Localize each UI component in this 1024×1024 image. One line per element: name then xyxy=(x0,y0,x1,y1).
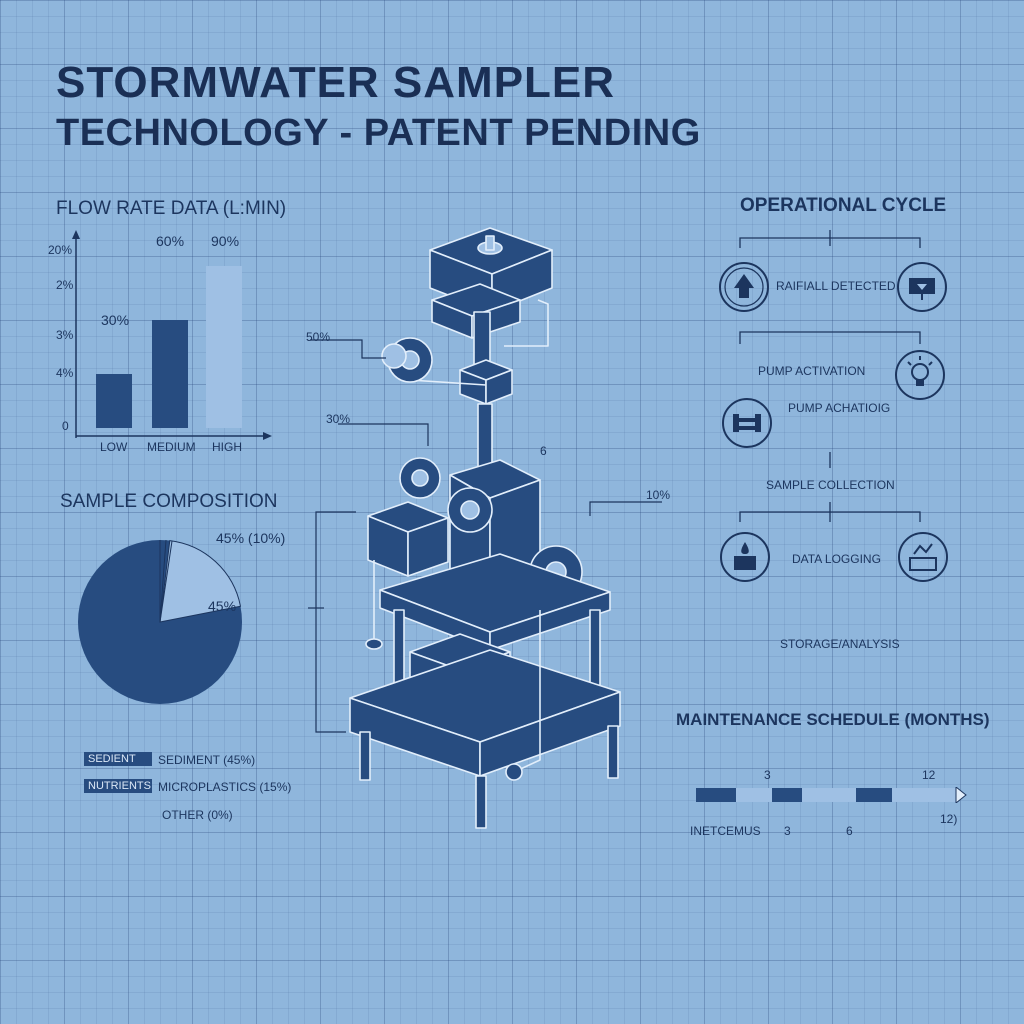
callout-label: 6 xyxy=(540,444,547,458)
upper-small-gear xyxy=(381,343,407,369)
cycle-step-label: DATA LOGGING xyxy=(792,552,881,566)
maintenance-top-label: 12 xyxy=(922,768,936,782)
y-tick-label: 4% xyxy=(56,366,74,380)
foot xyxy=(607,725,619,779)
callout-line xyxy=(310,339,386,359)
legend-text-sediment: SEDIMENT (45%) xyxy=(158,753,256,767)
cycle-step-label: RAIFIALL DETECTED xyxy=(776,279,896,293)
side-pipe xyxy=(504,299,549,347)
legend-swatch-microplastics: NUTRIENTS xyxy=(84,779,152,793)
cycle-step-label: PUMP ACTIVATION xyxy=(758,364,866,378)
foot xyxy=(475,775,487,829)
maintenance-top-label: 3 xyxy=(764,768,771,782)
foot xyxy=(359,731,371,781)
pump-pipe-icon xyxy=(722,398,772,448)
monitor-display-icon xyxy=(897,262,947,312)
flow-rate-heading: FLOW RATE DATA (L:MIN) xyxy=(56,198,287,219)
bar-data-label: 60% xyxy=(156,233,185,249)
maintenance-segment xyxy=(696,788,736,802)
callout-label: 30% xyxy=(326,412,351,426)
y-axis-arrow-icon xyxy=(72,230,80,239)
data-logger-icon xyxy=(898,532,948,582)
page-subtitle: TECHNOLOGY - PATENT PENDING xyxy=(56,112,701,154)
flow-bar-low xyxy=(96,374,132,428)
cycle-step-label: STORAGE/ANALYSIS xyxy=(780,637,900,651)
drain-pipe xyxy=(513,610,541,773)
bar-data-label: 90% xyxy=(211,233,240,249)
motor-box-side xyxy=(407,517,449,577)
center-gear-hub xyxy=(460,500,480,520)
rainfall-sensor-icon xyxy=(719,262,769,312)
cycle-heading: OPERATIONAL CYCLE xyxy=(740,195,947,216)
page-title: STORMWATER SAMPLER xyxy=(56,58,616,107)
maintenance-bottom-label: INETCEMUS xyxy=(690,824,761,838)
callout-line xyxy=(315,511,356,733)
maintenance-segment xyxy=(772,788,802,802)
cycle-connectors xyxy=(739,230,921,522)
water-drop-container-icon xyxy=(720,532,770,582)
x-category-label: HIGH xyxy=(212,440,242,454)
y-tick-label: 20% xyxy=(48,243,73,257)
callout-label: 50% xyxy=(306,330,331,344)
cycle-step-label: PUMP ACHATIOIG xyxy=(788,401,891,415)
base-side xyxy=(479,691,621,777)
callout-line xyxy=(338,423,429,446)
pie-divider xyxy=(159,539,167,623)
timeline-end-arrow-icon xyxy=(955,787,967,803)
probe-tip xyxy=(365,638,383,650)
cycle-step-label: SAMPLE COLLECTION xyxy=(766,478,895,492)
gear-axle xyxy=(409,379,487,386)
pie-label-mid: 45% xyxy=(208,598,237,614)
flow-bar-high xyxy=(206,266,242,428)
y-tick-label: 0 xyxy=(62,419,69,433)
x-category-label: MEDIUM xyxy=(147,440,196,454)
sampler-machine-illustration xyxy=(308,227,662,829)
coupler-side xyxy=(485,369,513,405)
maintenance-heading: MAINTENANCE SCHEDULE (MONTHS) xyxy=(676,710,990,729)
x-axis-arrow-icon xyxy=(263,432,272,440)
legend-text-other: OTHER (0%) xyxy=(162,808,233,822)
y-tick-label: 2% xyxy=(56,278,74,292)
bar-data-label: 30% xyxy=(101,312,130,328)
flow-rate-chart xyxy=(72,230,272,440)
drain-outlet xyxy=(505,763,523,781)
maintenance-bottom-label: 3 xyxy=(784,824,791,838)
pie-divider xyxy=(159,540,173,623)
maintenance-bottom-label: 12) xyxy=(940,812,958,826)
pie-label-top: 45% (10%) xyxy=(216,530,286,546)
maintenance-segment xyxy=(856,788,892,802)
callout-line xyxy=(589,501,662,516)
flow-bar-medium xyxy=(152,320,188,428)
controller-connector xyxy=(485,235,495,251)
y-tick-label: 3% xyxy=(56,328,74,342)
composition-pie-chart xyxy=(78,539,242,704)
pie-slice-microplastics xyxy=(159,540,242,623)
x-category-label: LOW xyxy=(100,440,128,454)
mid-gear-hub xyxy=(411,469,429,487)
legend-text-microplastics: MICROPLASTICS (15%) xyxy=(158,780,292,794)
composition-heading: SAMPLE COMPOSITION xyxy=(60,491,278,512)
lightbulb-icon xyxy=(895,350,945,400)
maintenance-timeline-track xyxy=(696,788,956,802)
callout-label: 10% xyxy=(646,488,671,502)
legend-swatch-sediment: SEDIENT xyxy=(84,752,152,766)
maintenance-bottom-label: 6 xyxy=(846,824,853,838)
